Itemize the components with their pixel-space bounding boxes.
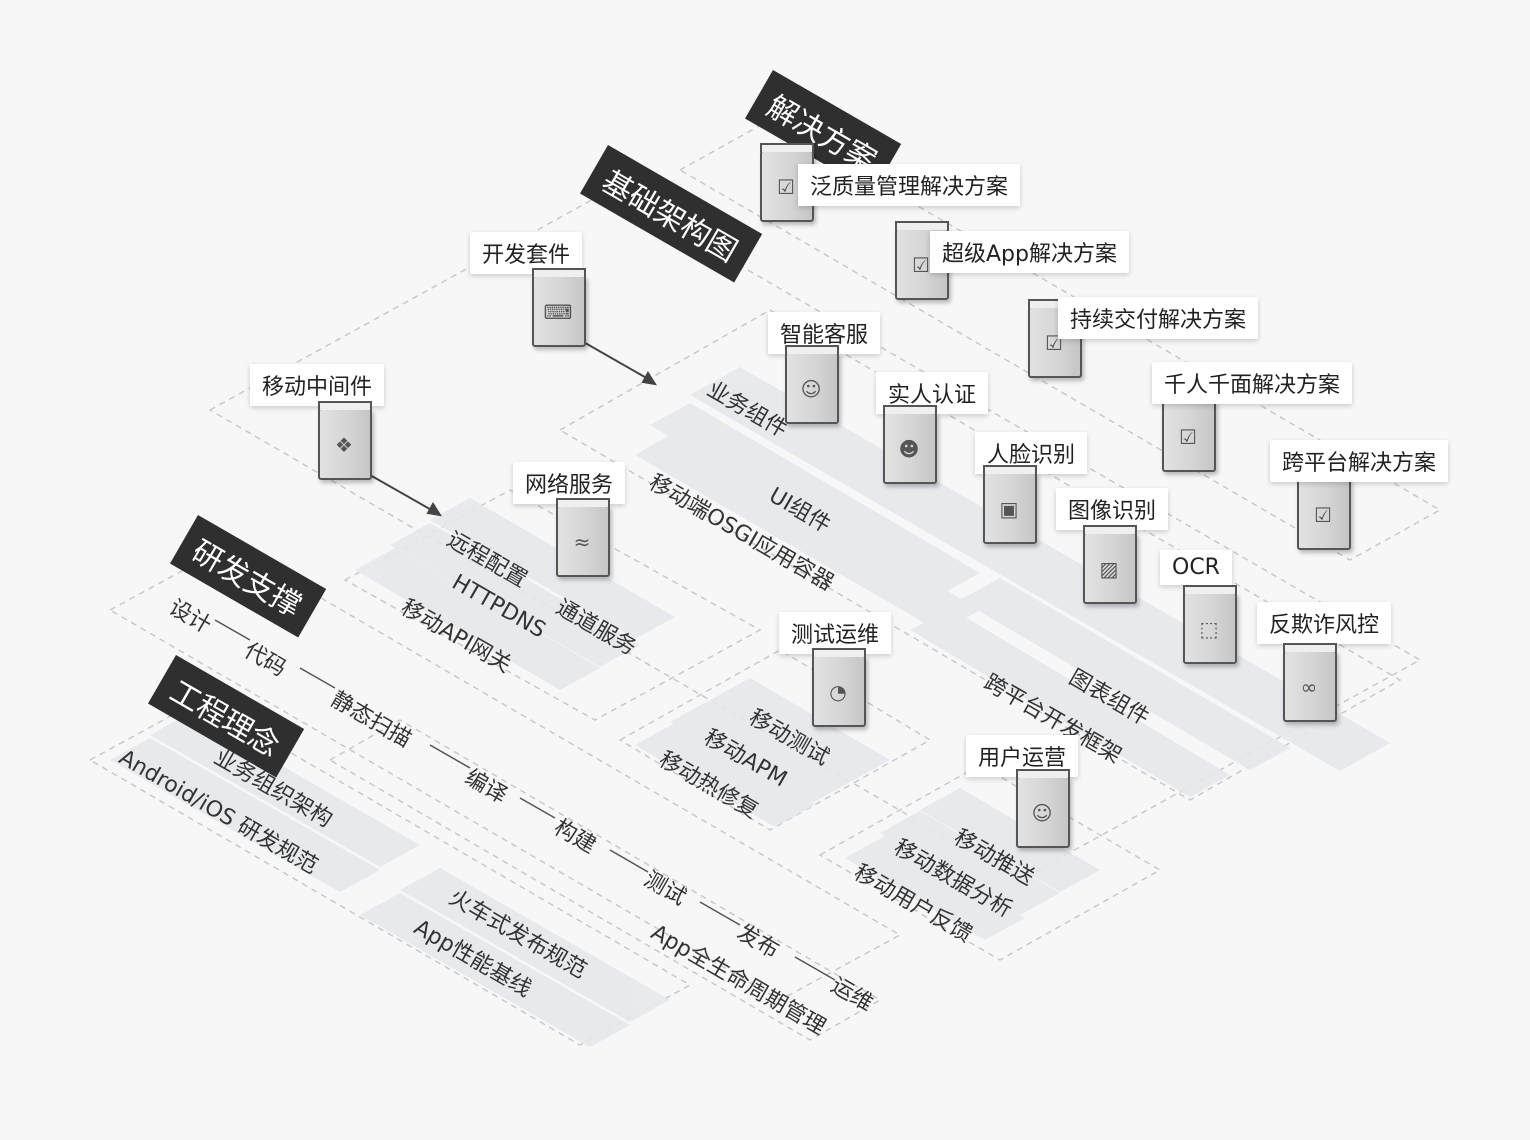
image-icon: ▨ [1099,557,1119,581]
solution-label: 泛质量管理解决方案 [798,164,1021,206]
business-item-box: ☺ [785,345,839,424]
layers-icon: ❖ [335,433,353,457]
mask-icon: ∞ [1300,675,1318,699]
middleware-label: 移动中间件 [250,364,385,406]
person-check-icon: ☻ [898,437,920,461]
solution-label: 超级App解决方案 [930,231,1129,273]
business-item-label: 图像识别 [1056,488,1169,530]
business-item-box: ⬚ [1183,585,1237,664]
user-ops-box: ☺ [1016,769,1070,848]
solution-label: 持续交付解决方案 [1058,297,1259,339]
document-check-icon: ☑ [1179,425,1197,449]
wifi-icon: ≈ [573,530,591,554]
business-item-box: ∞ [1283,643,1337,722]
code-window-icon: ⌨ [543,300,573,324]
test-ops-label: 测试运维 [779,612,892,654]
solution-label: 千人千面解决方案 [1152,362,1353,404]
scan-frame-icon: ⬚ [1199,617,1219,641]
dev-kit-label: 开发套件 [470,232,583,274]
dev-kit-box: ⌨ [532,268,586,347]
business-item-box: ▣ [983,465,1037,544]
document-check-icon: ☑ [1314,503,1332,527]
business-item-label: OCR [1160,550,1232,585]
business-item-label: 反欺诈风控 [1257,602,1392,644]
test-ops-box: ◔ [812,648,866,727]
speedometer-icon: ◔ [829,680,847,704]
solution-box: ☑ [1162,393,1216,472]
network-label: 网络服务 [513,462,626,504]
business-item-box: ▨ [1083,525,1137,604]
network-box: ≈ [556,498,610,577]
business-item-label: 实人认证 [876,372,989,414]
document-check-icon: ☑ [777,175,795,199]
face-scan-icon: ▣ [999,497,1019,521]
solution-label: 跨平台解决方案 [1270,440,1449,482]
headset-agent-icon: ☺ [800,377,822,401]
solution-box: ☑ [1297,471,1351,550]
user-card-icon: ☺ [1031,801,1053,825]
business-item-box: ☻ [883,405,937,484]
middleware-box: ❖ [318,401,372,480]
document-check-icon: ☑ [912,253,930,277]
